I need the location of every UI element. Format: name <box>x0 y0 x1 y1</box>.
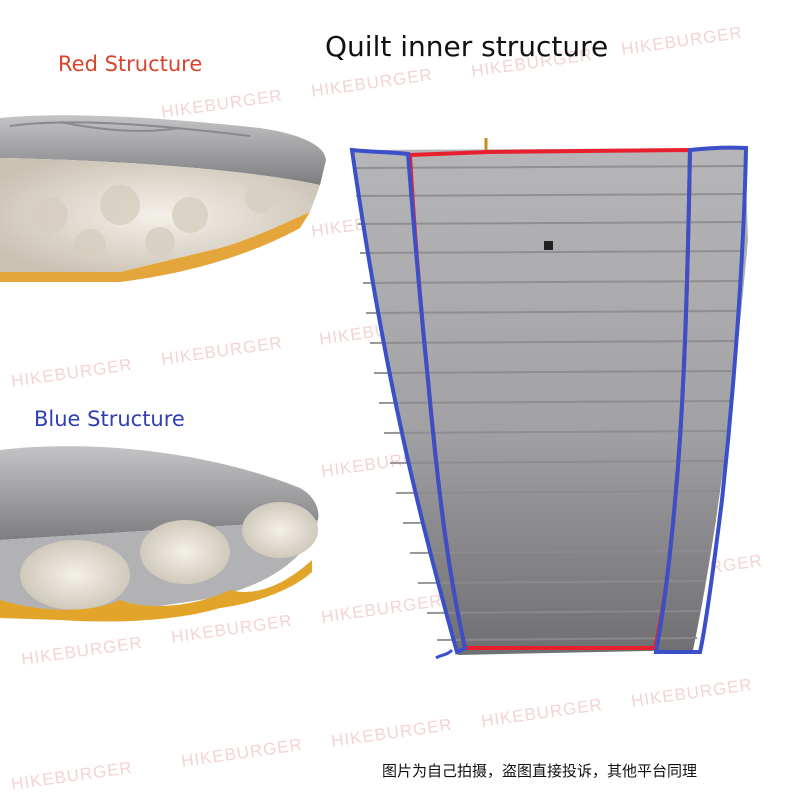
footer-note: 图片为自己拍摄，盗图直接投诉，其他平台同理 <box>382 762 698 780</box>
blue-structure-photo <box>0 446 319 622</box>
blue-outline-right <box>653 145 749 654</box>
blue-structure-label: Blue Structure <box>34 407 185 431</box>
red-structure-label: Red Structure <box>58 52 203 76</box>
quilt-photo <box>349 138 749 660</box>
blue-outline-left <box>349 147 468 655</box>
baffle-lines <box>353 165 746 641</box>
red-structure-photo <box>0 115 326 282</box>
logo-patch <box>544 241 553 250</box>
page-title: Quilt inner structure <box>325 30 609 63</box>
